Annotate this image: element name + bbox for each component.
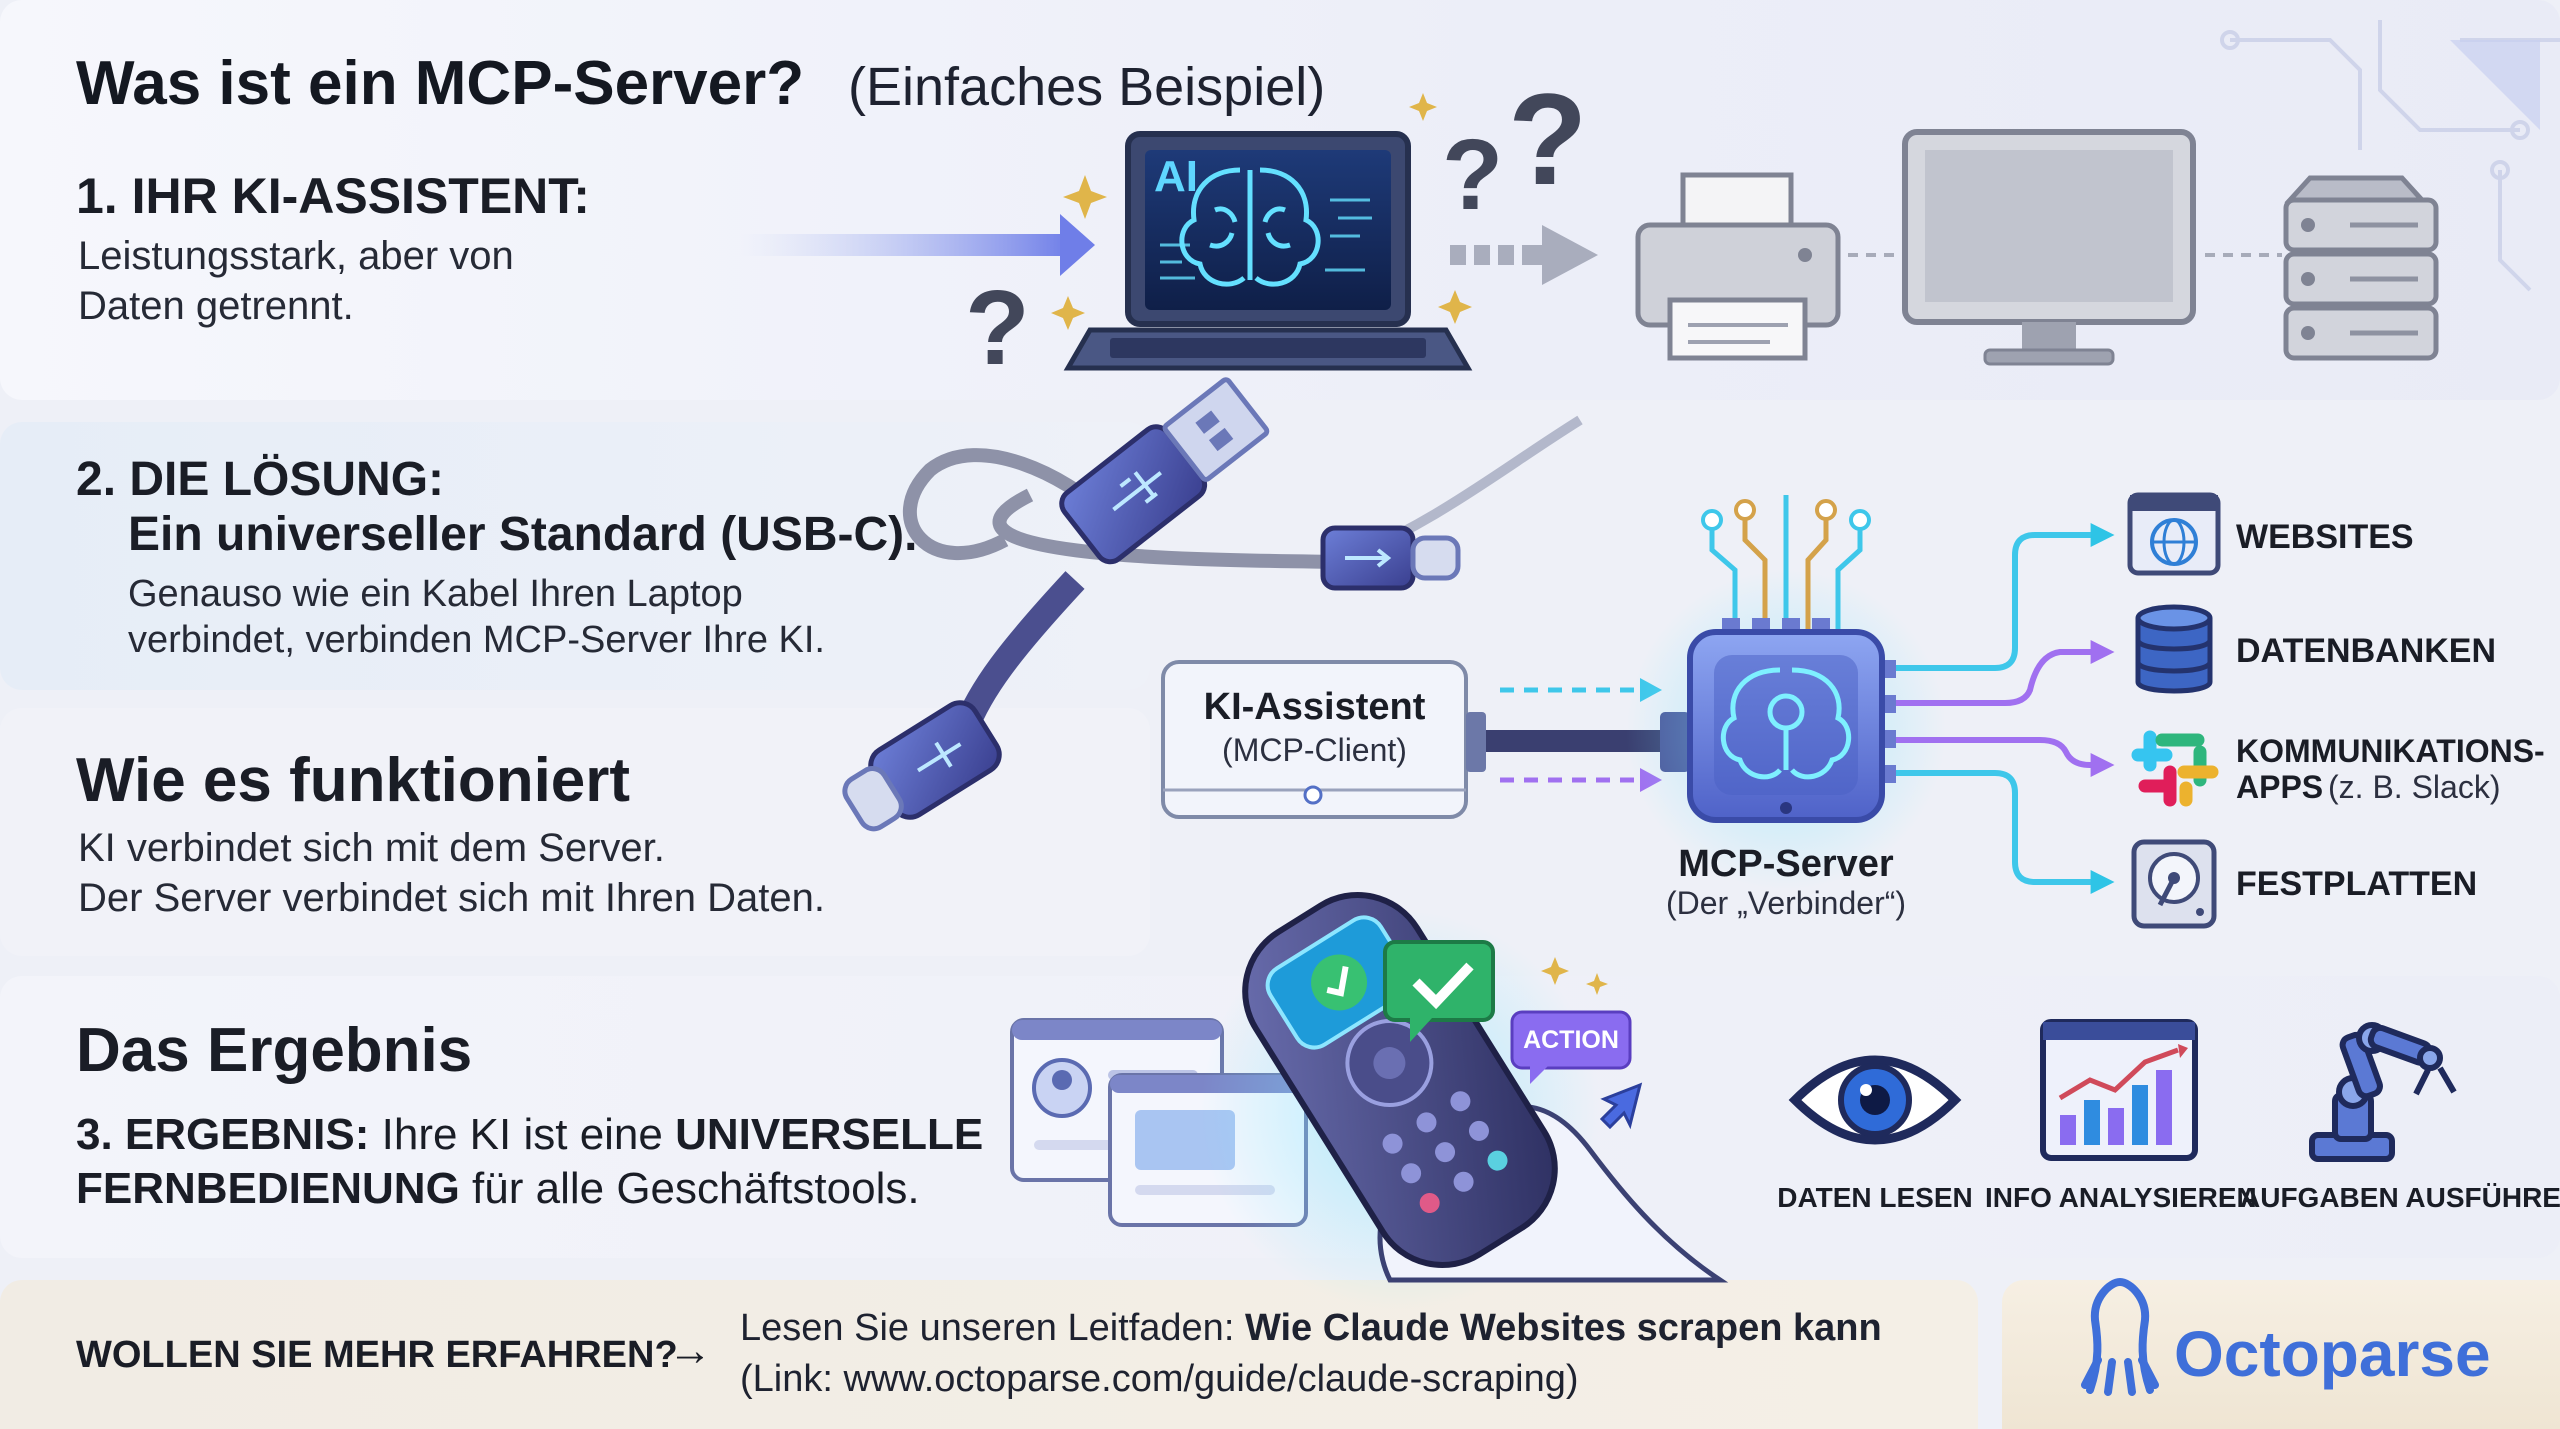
section2-line2: verbindet, verbinden MCP-Server Ihre KI.: [128, 619, 825, 661]
question-mark-icon: ?: [965, 269, 1030, 387]
page-title: Was ist ein MCP-Server?: [76, 49, 805, 118]
result-text2: für alle Geschäftstools.: [472, 1164, 920, 1213]
monitor-icon: [1902, 129, 2196, 366]
section2-line1: Genauso wie ein Kabel Ihren Laptop: [128, 573, 743, 615]
sparkle-icon: [1051, 93, 1608, 995]
footer-guide-title[interactable]: Wie Claude Websites scrapen kann: [1244, 1307, 1882, 1349]
client-subtitle: (MCP-Client): [1222, 732, 1407, 768]
slack-icon: [2131, 730, 2219, 807]
section1-line2: Daten getrennt.: [78, 284, 354, 328]
action-badge: [1510, 1010, 1632, 1084]
footer-arrow-icon: →: [668, 1326, 712, 1375]
target-websites: WEBSITES: [2236, 518, 2414, 556]
database-icon: [2135, 604, 2213, 694]
question-mark-icon: ?: [1442, 119, 1504, 231]
footer-guide-line[interactable]: Lesen Sie unseren Leitfaden: Wie Claude …: [740, 1307, 1882, 1351]
laptop-icon: [1063, 131, 1473, 371]
section2-subheading: Ein universeller Standard (USB-C).: [128, 508, 918, 561]
section2-heading: 2. DIE LÖSUNG:: [76, 453, 445, 506]
footer-cta: WOLLEN SIE MEHR ERFAHREN?: [76, 1334, 678, 1376]
target-communication-apps: KOMMUNIKATIONS-: [2236, 733, 2545, 769]
server-title: MCP-Server: [1678, 843, 1894, 885]
laptop-ai-label: AI: [1154, 152, 1198, 201]
result-emphasis2: FERNBEDIENUNG: [76, 1164, 460, 1213]
dashed-arrow: [1450, 225, 1598, 285]
usb-cable-icon: [842, 377, 1583, 832]
target-hard-drives: FESTPLATTEN: [2236, 865, 2478, 903]
section1-line1: Leistungsstark, aber von: [78, 234, 514, 278]
result-line2: FERNBEDIENUNG für alle Geschäftstools.: [76, 1164, 920, 1215]
printer-icon: [1635, 172, 1841, 361]
capability-analyze-info: INFO ANALYSIEREN: [1985, 1182, 2257, 1213]
how-heading: Wie es funktioniert: [76, 746, 631, 815]
cursor-icon: [1599, 1082, 1643, 1130]
mcp-server-chip: [1626, 495, 1946, 890]
capability-read-data: DATEN LESEN: [1777, 1182, 1973, 1213]
result-text1: Ihre KI ist eine: [381, 1110, 663, 1159]
client-title: KI-Assistent: [1203, 686, 1426, 728]
brand-name[interactable]: Octoparse: [2174, 1318, 2491, 1390]
page-subtitle: (Einfaches Beispiel): [848, 57, 1326, 117]
panel-footer-cta: [0, 1280, 1978, 1429]
capability-execute-tasks: AUFGABEN AUSFÜHREN: [2240, 1182, 2560, 1213]
how-line2: Der Server verbindet sich mit Ihren Date…: [78, 876, 825, 920]
server-subtitle: (Der „Verbinder“): [1665, 885, 1907, 921]
target-communication-apps-example: (z. B. Slack): [2328, 769, 2501, 805]
robot-arm-icon: [2309, 1022, 2457, 1162]
hard-drive-icon: [2131, 839, 2217, 929]
eye-icon: [1788, 1055, 1962, 1145]
target-communication-apps-line2: APPS: [2236, 769, 2324, 805]
result-heading: Das Ergebnis: [76, 1016, 473, 1085]
result-emphasis1: UNIVERSELLE: [675, 1110, 984, 1159]
arrow-to-laptop: [740, 214, 1095, 276]
section1-heading: 1. IHR KI-ASSISTENT:: [76, 168, 590, 224]
remote-control-icon: [1242, 891, 1558, 1269]
action-badge-label: ACTION: [1523, 1026, 1619, 1054]
footer-guide-prefix: Lesen Sie unseren Leitfaden:: [740, 1307, 1235, 1349]
globe-icon: [2127, 492, 2221, 576]
result-line1: 3. ERGEBNIS: Ihre KI ist eine UNIVERSELL…: [76, 1110, 983, 1161]
octoparse-logo-icon: [2081, 1277, 2159, 1396]
result-label: 3. ERGEBNIS:: [76, 1110, 370, 1159]
question-mark-icon: ?: [1508, 66, 1588, 212]
footer-link[interactable]: (Link: www.octoparse.com/guide/claude-sc…: [740, 1358, 1579, 1400]
server-target-arrows: [1896, 523, 2115, 894]
server-icon: [2283, 175, 2439, 361]
check-bubble-icon: [1383, 940, 1495, 1042]
how-line1: KI verbindet sich mit dem Server.: [78, 826, 665, 870]
target-databases: DATENBANKEN: [2236, 632, 2497, 670]
chart-icon: [2040, 1019, 2198, 1161]
